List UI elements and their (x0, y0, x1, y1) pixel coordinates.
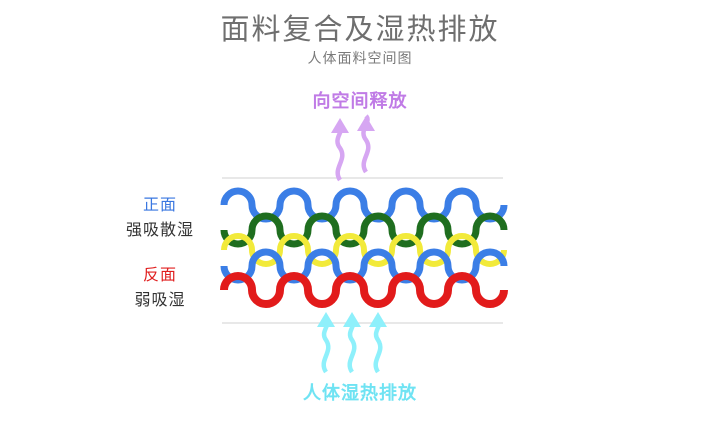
purple-arrow-head-1 (331, 118, 349, 133)
cyan-arrow-head-2 (343, 312, 361, 327)
red-yarn-back-layer (220, 272, 508, 308)
cyan-arrow-head-3 (369, 312, 387, 327)
back-side-label: 反面 (142, 265, 177, 284)
front-side-label: 正面 (142, 195, 177, 214)
purple-arrow-head-2 (357, 116, 375, 131)
front-side-description: 强吸散湿 (125, 220, 194, 239)
yellow-yarn-layer (221, 233, 507, 267)
cyan-arrow-shaft-2 (347, 320, 357, 374)
body-moisture-arrows (317, 312, 387, 374)
upward-release-arrows (331, 114, 375, 182)
back-side-description: 弱吸湿 (134, 290, 186, 309)
diagram-subtitle: 人体面料空间图 (307, 51, 413, 67)
body-heat-moisture-label: 人体湿热排放 (303, 383, 417, 404)
diagram-title: 面料复合及湿热排放 (220, 12, 500, 46)
cyan-arrow-shaft-3 (373, 320, 383, 374)
cyan-arrow-head-1 (317, 312, 335, 327)
cyan-arrow-shaft-1 (321, 320, 331, 374)
release-to-space-label: 向空间释放 (312, 91, 408, 112)
